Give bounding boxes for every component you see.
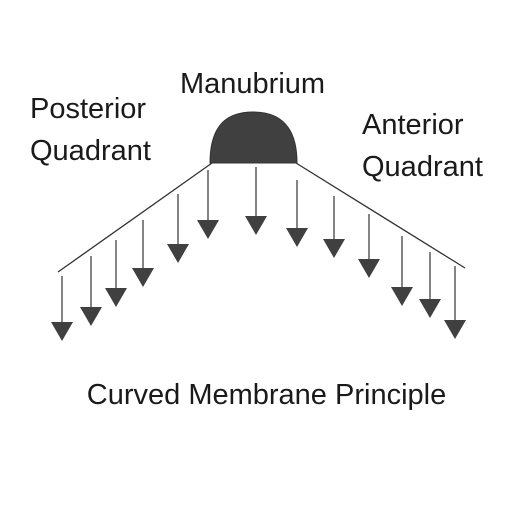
force-arrow [105, 240, 127, 307]
manubrium-shape [209, 111, 298, 164]
force-arrow [358, 214, 380, 278]
posterior-label-line2: Quadrant [30, 135, 151, 167]
force-arrow-head [358, 259, 380, 278]
force-arrow [444, 266, 466, 339]
force-arrow-head [167, 244, 189, 263]
force-arrow-head [197, 220, 219, 239]
anterior-label-line2: Quadrant [362, 151, 483, 183]
force-arrows [51, 167, 466, 341]
force-arrow-head [391, 287, 413, 306]
membrane-line-left [57, 162, 213, 273]
force-arrow [80, 256, 102, 326]
force-arrow [167, 194, 189, 263]
anterior-quadrant-label: Anterior Quadrant [362, 104, 483, 188]
anterior-label-line1: Anterior [362, 109, 464, 141]
force-arrow-head [323, 239, 345, 258]
force-arrow-head [105, 288, 127, 307]
force-arrow [197, 170, 219, 239]
force-arrow-head [51, 322, 73, 341]
force-arrow [51, 276, 73, 341]
posterior-quadrant-label: Posterior Quadrant [30, 88, 151, 172]
membrane-line-right [295, 162, 466, 269]
force-arrow [391, 236, 413, 306]
force-arrow [323, 196, 345, 258]
force-arrow-head [80, 307, 102, 326]
force-arrow [245, 167, 267, 235]
force-arrow-head [286, 228, 308, 247]
force-arrow-head [132, 268, 154, 287]
force-arrow-head [419, 299, 441, 318]
force-arrow [419, 252, 441, 318]
posterior-label-line1: Posterior [30, 93, 147, 125]
force-arrow-head [245, 216, 267, 235]
caption: Curved Membrane Principle [86, 379, 447, 411]
manubrium-label: Manubrium [180, 68, 326, 100]
force-arrow-head [444, 320, 466, 339]
force-arrow [286, 180, 308, 247]
force-arrow [132, 220, 154, 287]
